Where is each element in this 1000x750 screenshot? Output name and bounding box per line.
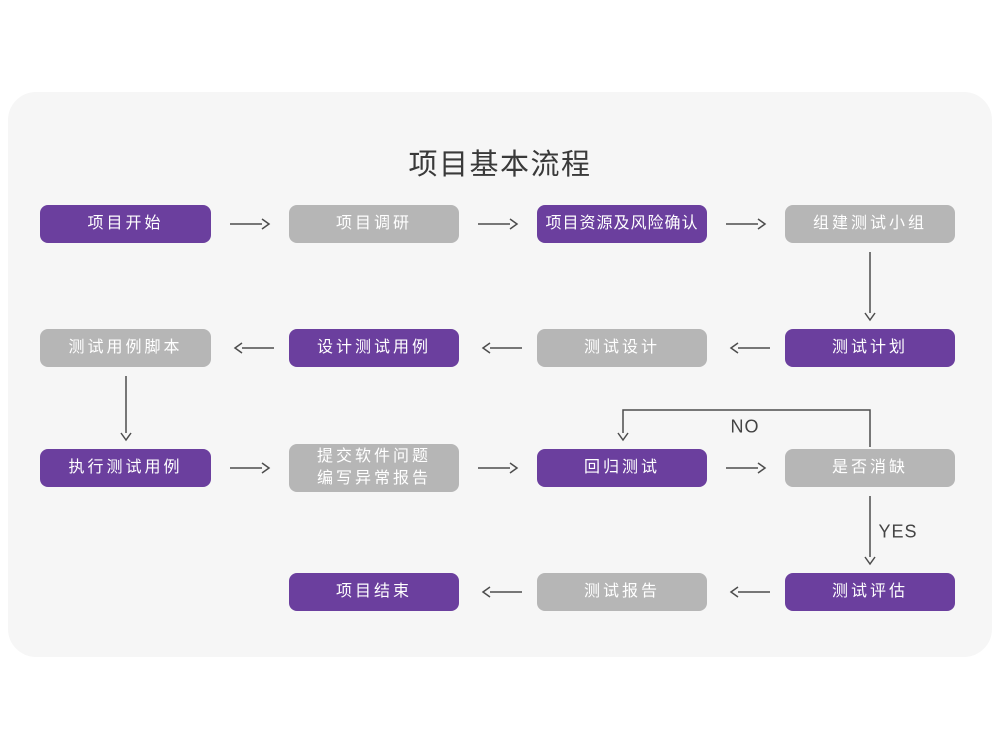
node-label: 执行测试用例 [68,459,183,476]
node-label: 回归测试 [583,459,660,476]
flowchart-card [8,92,992,657]
node-label: 项目开始 [87,215,164,232]
node-label: 测试设计 [583,339,660,356]
node-build-test-team: 组建测试小组 [785,205,955,243]
node-label: 测试报告 [583,583,660,600]
node-label-line1: 提交软件问题 [316,448,431,465]
node-test-evaluation: 测试评估 [785,573,955,611]
node-label: 设计测试用例 [316,339,431,356]
node-label: 组建测试小组 [812,215,927,232]
node-label: 项目资源及风险确认 [545,215,699,232]
node-test-report: 测试报告 [537,573,707,611]
node-project-start: 项目开始 [40,205,211,243]
node-project-research: 项目调研 [289,205,459,243]
node-test-design: 测试设计 [537,329,707,367]
edge-label-no: NO [730,416,760,437]
node-label: 测试计划 [831,339,908,356]
node-label: 测试评估 [831,583,908,600]
node-design-test-cases: 设计测试用例 [289,329,459,367]
node-project-end: 项目结束 [289,573,459,611]
node-regression-test: 回归测试 [537,449,707,487]
node-label: 项目结束 [335,583,412,600]
node-label: 项目调研 [335,215,412,232]
node-test-plan: 测试计划 [785,329,955,367]
page-title: 项目基本流程 [408,149,592,181]
node-label: 是否消缺 [831,459,908,476]
node-resources-risk-confirm: 项目资源及风险确认 [537,205,707,243]
node-execute-test-cases: 执行测试用例 [40,449,211,487]
node-label: 测试用例脚本 [68,339,183,356]
edge-label-yes: YES [878,521,918,542]
node-label-line2: 编写异常报告 [316,470,431,487]
node-test-case-scripts: 测试用例脚本 [40,329,211,367]
node-defect-resolved: 是否消缺 [785,449,955,487]
node-submit-issue-report: 提交软件问题 编写异常报告 [289,444,459,492]
